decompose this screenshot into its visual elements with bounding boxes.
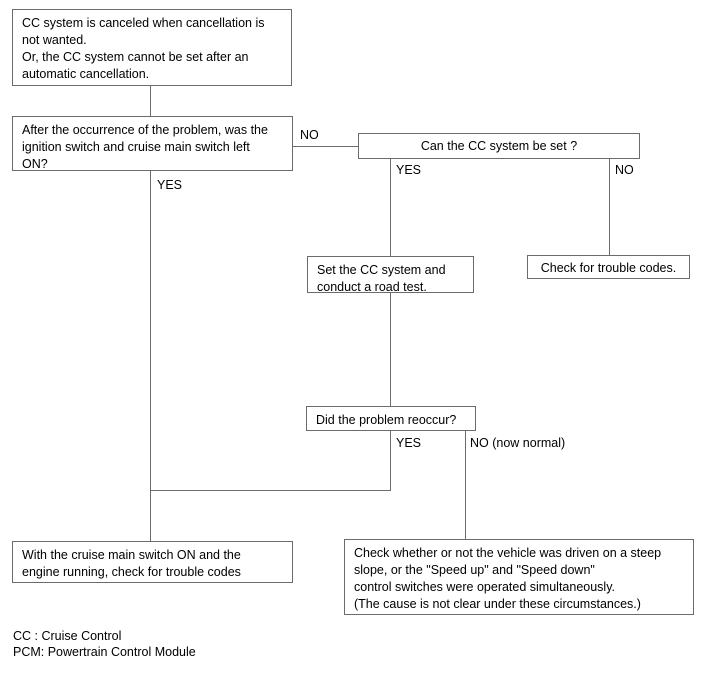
connector-ignition-no-horizontal bbox=[292, 146, 359, 147]
set-road-test-box: Set the CC system and conduct a road tes… bbox=[307, 256, 474, 294]
check-trouble-codes-box: Check for trouble codes. bbox=[527, 255, 690, 279]
connector-canset-yes-vertical bbox=[390, 158, 391, 257]
branch-label-reoccur-yes: YES bbox=[396, 436, 422, 450]
connector-roadtest-to-reoccur bbox=[390, 292, 391, 407]
branch-label-reoccur-no: NO (now normal) bbox=[470, 436, 566, 450]
steep-slope-note-box: Check whether or not the vehicle was dri… bbox=[344, 539, 694, 615]
connector-ignition-yes-vertical bbox=[150, 170, 151, 542]
connector-symptom-to-ignition bbox=[150, 85, 151, 117]
cruise-switch-check-box: With the cruise main switch ON and the e… bbox=[12, 541, 293, 583]
reoccur-question-box: Did the problem reoccur? bbox=[306, 406, 476, 431]
symptom-box: CC system is canceled when cancellation … bbox=[12, 9, 292, 86]
connector-reoccur-yes-vertical bbox=[390, 430, 391, 491]
ignition-question-box: After the occurrence of the problem, was… bbox=[12, 116, 293, 171]
branch-label-ignition-yes: YES bbox=[157, 178, 183, 192]
can-set-question-box: Can the CC system be set ? bbox=[358, 133, 640, 159]
branch-label-canset-yes: YES bbox=[396, 163, 422, 177]
connector-reoccur-yes-horizontal bbox=[150, 490, 391, 491]
connector-reoccur-no-vertical bbox=[465, 430, 466, 540]
branch-label-ignition-no: NO bbox=[300, 128, 319, 142]
connector-canset-no-vertical bbox=[609, 158, 610, 256]
abbreviation-legend: CC : Cruise Control PCM: Powertrain Cont… bbox=[13, 629, 196, 659]
branch-label-canset-no: NO bbox=[615, 163, 634, 177]
